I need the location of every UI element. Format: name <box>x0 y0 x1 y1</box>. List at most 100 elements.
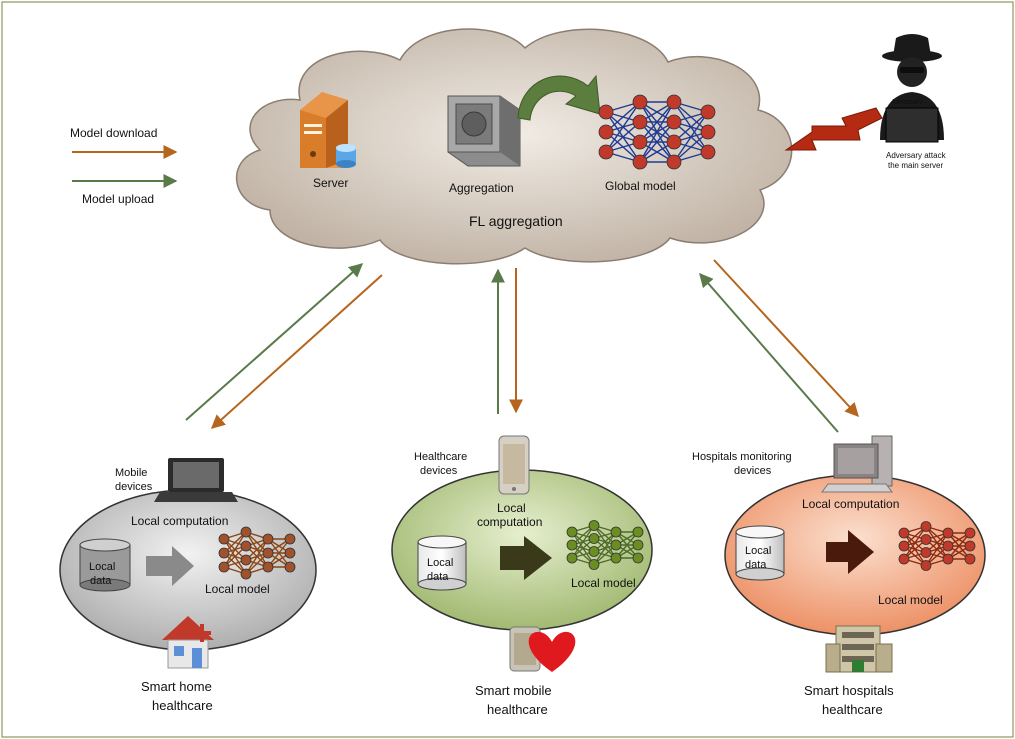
home-local-model-network-icon <box>218 526 296 580</box>
hospital-download-arrow <box>713 259 859 418</box>
network-node <box>262 533 274 545</box>
home-process-arrow <box>146 546 194 586</box>
network-node <box>588 546 600 557</box>
network-node <box>262 547 274 559</box>
network-edge <box>593 531 617 565</box>
network-node <box>666 114 682 130</box>
mobile-computation-line1: Local <box>497 501 526 515</box>
network-edge <box>947 532 971 560</box>
network-node <box>240 554 252 566</box>
network-node <box>632 114 648 130</box>
network-node <box>898 553 910 565</box>
network-edge <box>639 101 675 143</box>
network-edge <box>267 538 291 568</box>
network-node <box>632 539 644 551</box>
hospital-device-line2: devices <box>734 465 772 477</box>
mobile-title-line2: healthcare <box>487 702 548 717</box>
tablet-heart-icon <box>509 626 576 672</box>
network-node <box>632 552 644 564</box>
network-node <box>942 540 954 552</box>
mobile-model-label: Local model <box>571 576 636 590</box>
network-node <box>284 547 296 559</box>
home-model-label: Local model <box>205 582 270 596</box>
global-model-label: Global model <box>605 179 676 193</box>
network-node <box>920 547 932 558</box>
home-data-line2: data <box>90 575 112 587</box>
network-node <box>898 540 910 552</box>
network-node <box>700 124 716 140</box>
home-title-line2: healthcare <box>152 698 213 713</box>
mobile-computation-line2: computation <box>477 515 542 529</box>
network-node <box>240 540 252 552</box>
network-node <box>240 526 252 538</box>
network-edge <box>223 531 247 568</box>
hospital-title-line2: healthcare <box>822 702 883 717</box>
home-data-line1: Local <box>89 561 115 573</box>
hospital-upload-arrow <box>699 272 839 433</box>
mobile-device-line1: Healthcare <box>414 451 467 463</box>
network-node <box>598 104 614 120</box>
network-edge <box>925 532 949 566</box>
home-device-line1: Mobile <box>115 467 147 479</box>
network-node <box>920 534 932 545</box>
hospital-computation-label: Local computation <box>802 497 899 511</box>
home-computation-label: Local computation <box>131 514 228 528</box>
network-node <box>284 561 296 573</box>
home-title-line1: Smart home <box>141 679 212 694</box>
network-node <box>262 561 274 573</box>
aggregation-label: Aggregation <box>449 181 514 195</box>
laptop-icon <box>154 458 238 502</box>
aggregation-icon <box>447 95 521 167</box>
legend: Model download Model upload <box>70 126 178 206</box>
desktop-computer-icon <box>821 435 893 493</box>
network-node <box>598 124 614 140</box>
smart-mobile-cluster: Healthcare devices Local computation Loc… <box>391 435 653 717</box>
network-node <box>284 533 296 545</box>
hospital-building-icon <box>825 625 893 673</box>
network-node <box>964 527 976 539</box>
network-edge <box>245 538 269 575</box>
hospital-process-arrow <box>826 530 874 574</box>
network-node <box>218 533 230 545</box>
hospital-title-line1: Smart hospitals <box>804 683 894 698</box>
hospital-data-cylinder-icon <box>735 525 785 581</box>
network-node <box>588 533 600 544</box>
mobile-data-cylinder-icon <box>417 535 467 591</box>
hospital-model-label: Local model <box>878 593 943 607</box>
mobile-title-line1: Smart mobile <box>475 683 552 698</box>
mobile-device-line2: devices <box>420 465 458 477</box>
network-node <box>588 520 600 531</box>
server-icon <box>300 92 356 168</box>
network-node <box>632 134 648 150</box>
network-node <box>942 553 954 565</box>
network-node <box>920 521 932 532</box>
network-node <box>588 559 600 570</box>
network-node <box>942 527 954 539</box>
mobile-data-line2: data <box>427 571 449 583</box>
network-node <box>632 154 648 170</box>
network-edge <box>673 111 709 163</box>
phone-icon <box>498 435 530 495</box>
network-node <box>666 94 682 110</box>
attack-lightning-arrow <box>784 107 883 151</box>
mobile-process-arrow <box>500 536 552 580</box>
home-download-arrow <box>210 274 383 429</box>
mobile-local-model-network-icon <box>566 520 644 570</box>
network-node <box>566 552 578 564</box>
network-node <box>700 144 716 160</box>
hacker-icon: Adversary <box>880 34 944 143</box>
network-edge <box>605 101 641 133</box>
network-node <box>666 154 682 170</box>
network-edge <box>639 121 675 163</box>
hospital-local-model-network-icon <box>898 521 976 571</box>
hospital-data-line1: Local <box>745 545 771 557</box>
network-node <box>610 552 622 564</box>
aggregation-curved-arrow <box>517 74 601 121</box>
adversary-label-line1: Adversary attack <box>886 151 947 160</box>
fl-aggregation-label: FL aggregation <box>469 213 563 229</box>
smart-hospital-cluster: Hospitals monitoring devices Local compu… <box>692 435 986 717</box>
network-node <box>240 568 252 580</box>
hacker-decor-text: Adversary <box>891 99 923 106</box>
